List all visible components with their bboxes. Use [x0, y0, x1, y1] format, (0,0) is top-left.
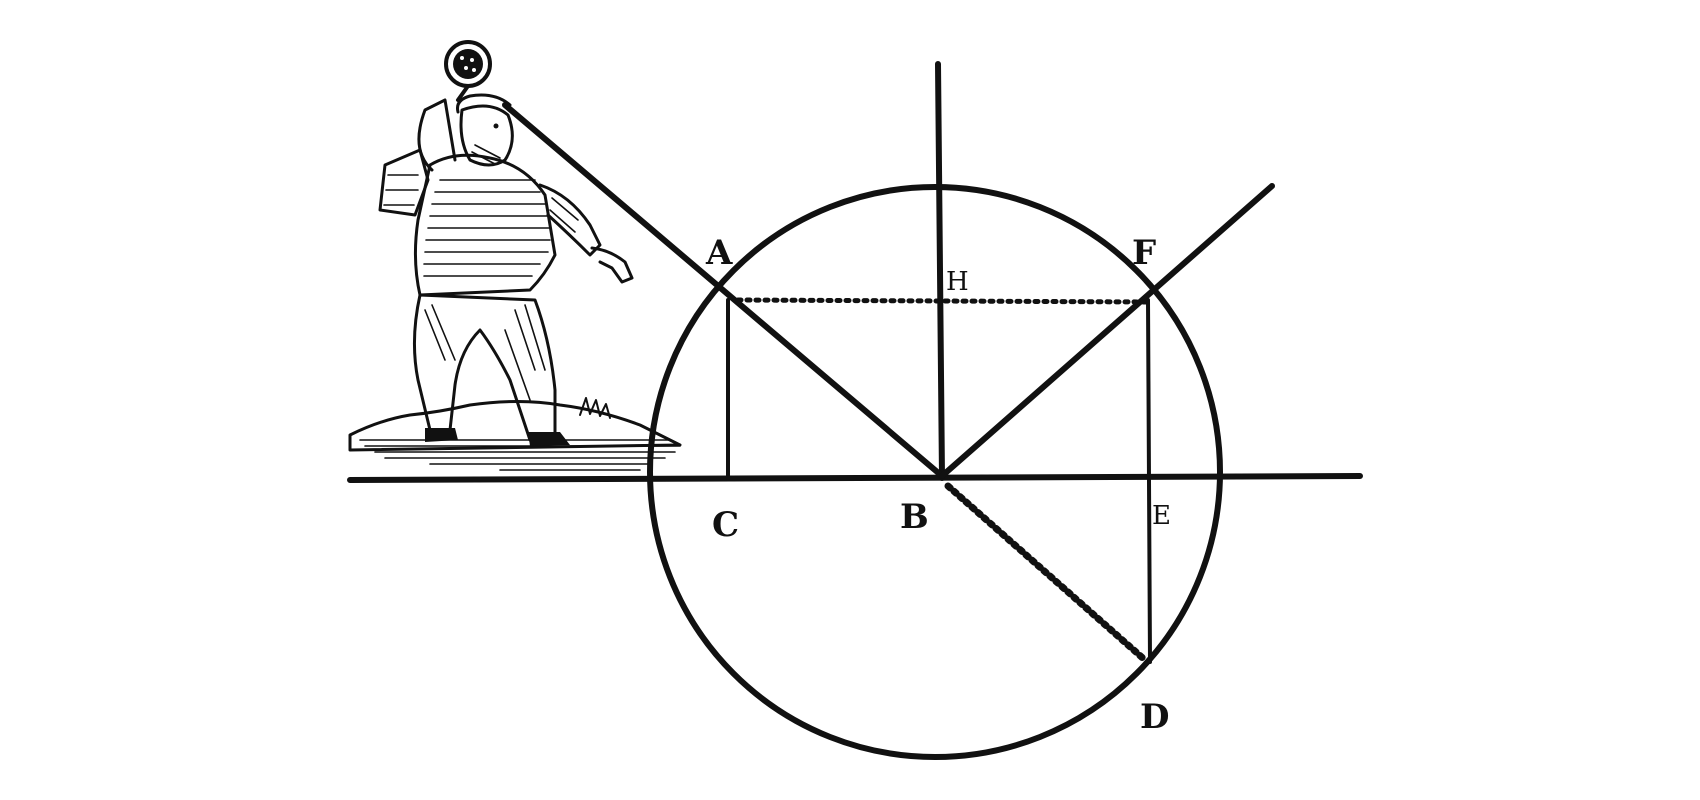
figure-breeches-hatching — [424, 304, 546, 401]
label-F: F — [1132, 233, 1156, 273]
geometry — [347, 61, 1363, 760]
figure-extended-arm — [538, 183, 602, 257]
figure-left-foot — [425, 428, 458, 442]
label-E: E — [1152, 501, 1171, 531]
incident-ray — [502, 102, 945, 479]
ground-hatching — [348, 397, 682, 471]
vertical-line — [935, 61, 945, 481]
perpendicular-FD — [1146, 298, 1152, 664]
point-labels: A H F C B E D — [705, 233, 1171, 737]
label-H: H — [946, 267, 969, 297]
astrolabe-icon — [444, 40, 492, 102]
label-C: C — [712, 505, 739, 545]
figure-legs — [412, 293, 557, 442]
label-A: A — [705, 233, 733, 273]
horizontal-line — [347, 473, 1363, 483]
figure-doublet — [413, 153, 557, 297]
reflected-ray — [939, 183, 1275, 479]
chord-AF — [735, 297, 1151, 305]
circle — [647, 184, 1223, 760]
figure-head — [459, 104, 514, 167]
figure-hand — [590, 246, 634, 284]
figure-right-foot — [528, 432, 570, 446]
figure-raised-arm — [417, 98, 457, 172]
figure-doublet-hatching — [423, 179, 551, 277]
dotted-ray-BD — [944, 482, 1149, 664]
standing-man-with-astrolabe-icon — [348, 40, 682, 471]
label-D: D — [1140, 697, 1169, 737]
figure-bag — [378, 148, 430, 217]
label-B: B — [900, 497, 929, 537]
